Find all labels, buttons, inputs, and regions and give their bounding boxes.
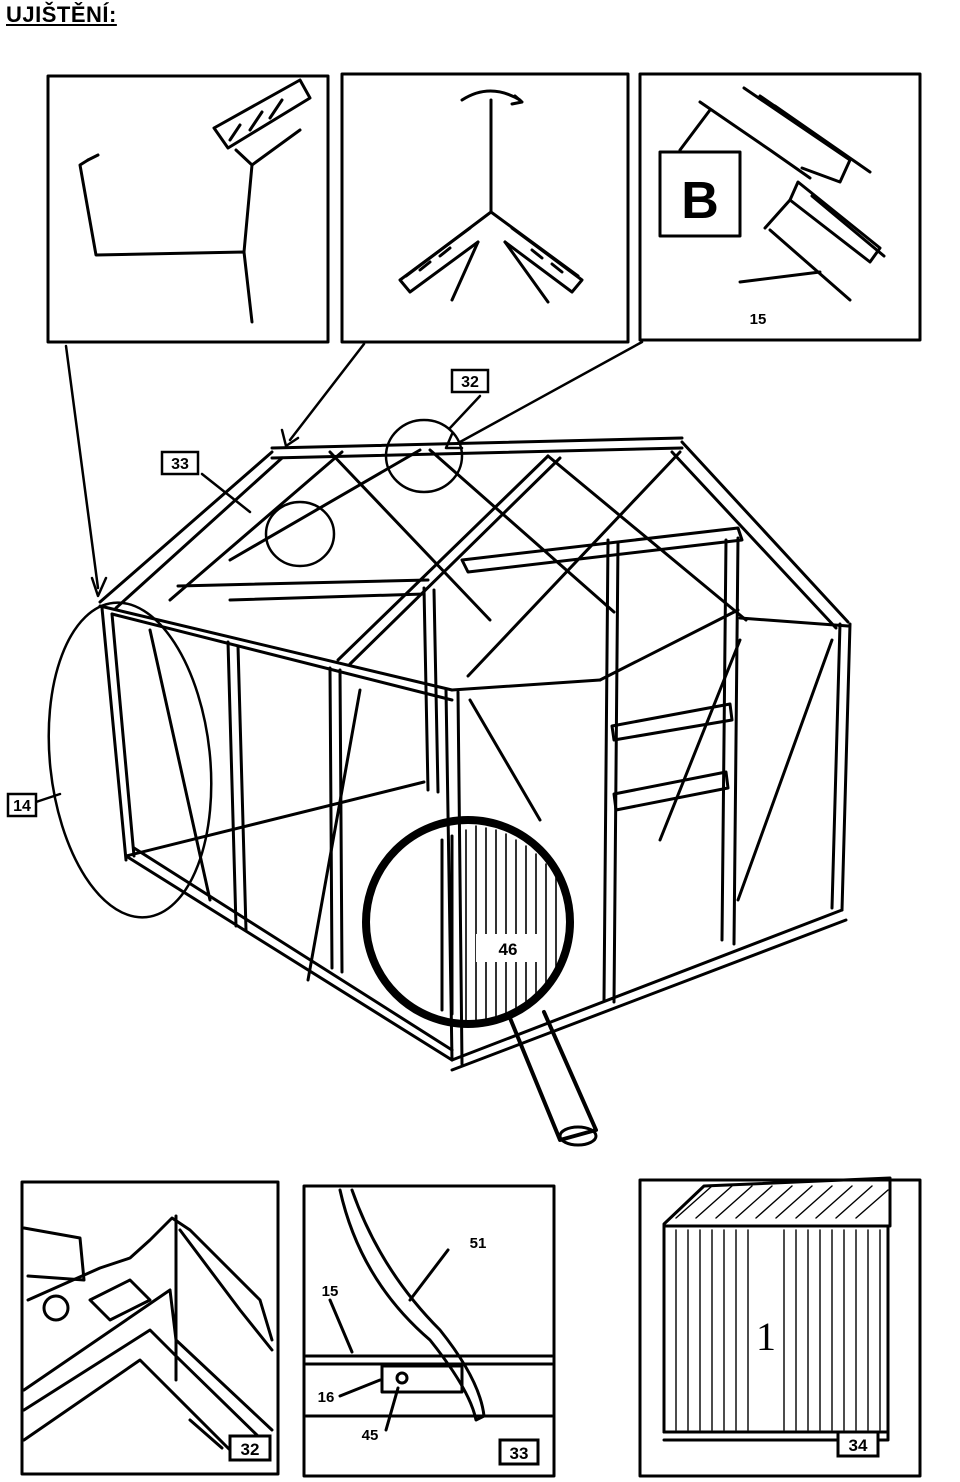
- part-32-box: [228, 1434, 272, 1462]
- part-32-main-box: [450, 368, 490, 394]
- part-32-main-label: 32: [461, 374, 479, 391]
- part-33-box: [498, 1438, 540, 1466]
- magnifier-icon: [362, 816, 598, 1147]
- part-14-main-label: 14: [13, 798, 31, 815]
- detail-panel-33: [302, 1184, 556, 1478]
- panel-stack-drawing: [662, 1176, 892, 1442]
- part-51-label: 51: [470, 1235, 487, 1252]
- greenhouse-frame: [98, 436, 852, 1072]
- detail-panel-34: [638, 1178, 922, 1478]
- part-33-box-label: 33: [510, 1444, 529, 1463]
- clip-detail-drawing: [304, 1188, 554, 1432]
- part-16-detail-label: 16: [318, 1389, 335, 1406]
- b-detail-drawing: [658, 86, 886, 302]
- detail-panel-gutter: [46, 74, 330, 344]
- pointer-lines: [34, 340, 644, 804]
- corner-joint-drawing: [22, 1214, 274, 1462]
- part-34-box-label: 34: [849, 1436, 868, 1455]
- letter-b-label: B: [681, 172, 719, 230]
- detail-panel-ridge: [340, 72, 630, 344]
- part-15-top-label: 15: [750, 311, 767, 328]
- part-46-detail-label: 45: [362, 1427, 379, 1444]
- detail-panel-32: [20, 1180, 280, 1476]
- part-14-main-box: [6, 792, 38, 818]
- part-33-main-box: [160, 450, 200, 476]
- ridge-junction-drawing: [398, 89, 584, 304]
- callout-circles: [47, 418, 464, 919]
- part-15-detail-label: 15: [322, 1283, 339, 1300]
- detail-panel-b: [638, 72, 922, 342]
- gutter-profile-drawing: [78, 78, 312, 324]
- part-34-box: [836, 1430, 880, 1458]
- labels: B 15 32 33 14 46 51 15 16 45 32 33 34 1: [6, 172, 880, 1466]
- part-33-main-label: 33: [171, 456, 189, 473]
- part-32-box-label: 32: [241, 1440, 260, 1459]
- panel-number-label: 1: [756, 1314, 776, 1359]
- page-heading: UJIŠTĚNÍ:: [6, 2, 117, 27]
- part-46-main-label: 46: [499, 940, 518, 959]
